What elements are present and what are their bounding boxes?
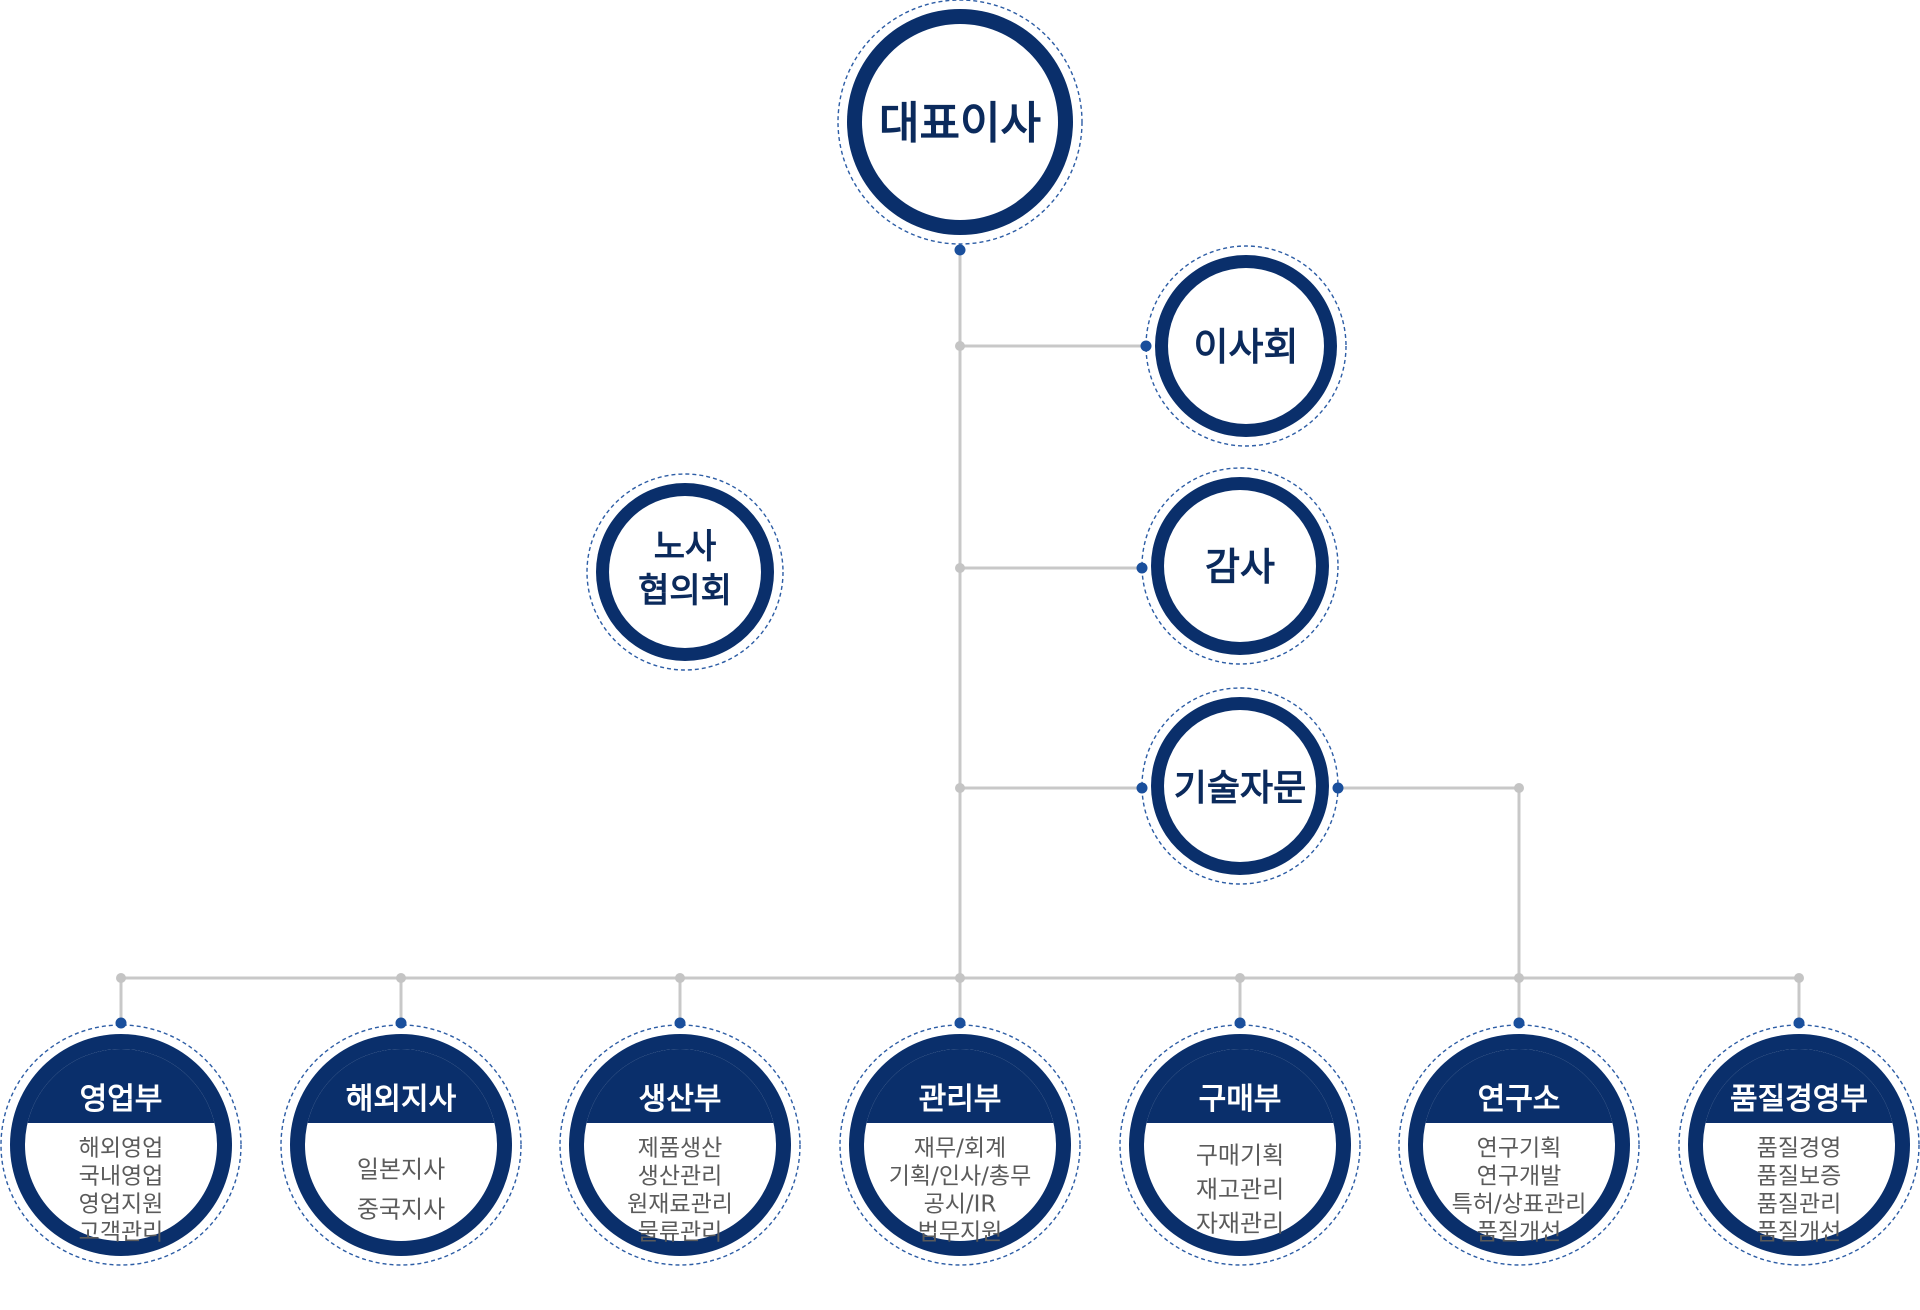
department-item: 원재료관리 [627, 1191, 733, 1217]
department-title: 연구소 [1478, 1082, 1561, 1117]
department-item: 해외영업 [79, 1135, 164, 1161]
connector-lines [119, 250, 1801, 1023]
junction-dot [955, 973, 965, 983]
department-item: 연구기획 [1477, 1135, 1562, 1161]
junction-dot [1794, 973, 1804, 983]
department-item: 영업지원 [79, 1191, 164, 1217]
connector-dot [1136, 562, 1148, 574]
department-item: 자재관리 [1196, 1210, 1284, 1238]
junction-dot [1514, 783, 1524, 793]
audit-label: 감사 [1205, 545, 1275, 589]
junction-dot [955, 341, 965, 351]
junction-dot [955, 783, 965, 793]
department-item: 재무/회계 [914, 1135, 1006, 1161]
department-item: 특허/상표관리 [1452, 1191, 1587, 1217]
advisory-node[interactable]: 기술자문 [1141, 687, 1339, 885]
node-white-face [862, 24, 1058, 220]
connector-dot [1793, 1017, 1805, 1029]
audit-node[interactable]: 감사 [1141, 467, 1339, 665]
department-item: 제품생산 [638, 1135, 723, 1161]
department-item: 법무지원 [918, 1219, 1003, 1245]
department-item: 품질개선 [1757, 1219, 1842, 1245]
department-item: 품질개선 [1477, 1219, 1562, 1245]
ceo-label: 대표이사 [879, 98, 1041, 149]
connector-dot [1332, 782, 1344, 794]
junction-dot [675, 973, 685, 983]
department-item: 연구개발 [1477, 1163, 1562, 1189]
advisory-label: 기술자문 [1174, 768, 1306, 809]
junction-dot [116, 973, 126, 983]
connector-dot [1513, 1017, 1525, 1029]
node-dashed-ring [280, 1024, 522, 1266]
junction-dot [396, 973, 406, 983]
labor-council-label-line1: 노사 [654, 527, 717, 567]
connector-dot [1140, 340, 1152, 352]
department-item: 품질경영 [1757, 1135, 1842, 1161]
department-title: 관리부 [919, 1082, 1002, 1117]
department-item: 고객관리 [79, 1219, 164, 1245]
connector-dot [954, 244, 966, 256]
node-white-face [1168, 268, 1324, 424]
department-item: 국내영업 [79, 1163, 164, 1189]
department-title: 구매부 [1199, 1082, 1282, 1117]
node-dashed-ring [586, 473, 784, 671]
node-dashed-ring [837, 0, 1083, 245]
board-label: 이사회 [1194, 325, 1299, 369]
node-dashed-ring [559, 1024, 801, 1266]
connector-dot [954, 1017, 966, 1029]
connector-dot [395, 1017, 407, 1029]
node-dashed-ring [1145, 245, 1347, 447]
department-item: 일본지사 [357, 1156, 445, 1184]
board-node[interactable]: 이사회 [1145, 245, 1347, 447]
department-item: 중국지사 [357, 1196, 445, 1224]
department-title: 해외지사 [346, 1082, 457, 1117]
node-dashed-ring [1398, 1024, 1640, 1266]
node-white-face [609, 496, 761, 648]
node-white-face [1164, 710, 1316, 862]
labor-council-node[interactable]: 노사 협의회 [586, 473, 784, 671]
node-white-face [1164, 490, 1316, 642]
connector-dot [1234, 1017, 1246, 1029]
department-item: 품질관리 [1757, 1191, 1842, 1217]
connector-dot [674, 1017, 686, 1029]
junction-dot [955, 563, 965, 573]
node-dashed-ring [0, 1024, 242, 1266]
junction-dots [116, 341, 1804, 983]
department-item: 물류관리 [638, 1219, 723, 1245]
connector-dot [115, 1017, 127, 1029]
labor-council-label-line2: 협의회 [638, 571, 732, 611]
connector-dot [1136, 782, 1148, 794]
junction-dot [1235, 973, 1245, 983]
junction-dot [1514, 973, 1524, 983]
department-title: 품질경영부 [1730, 1082, 1868, 1117]
department-item: 재고관리 [1196, 1176, 1284, 1204]
department-item: 공시/IR [924, 1191, 997, 1217]
node-dashed-ring [1678, 1024, 1920, 1266]
department-item: 기획/인사/총무 [889, 1163, 1031, 1189]
department-title: 생산부 [639, 1082, 722, 1117]
department-item: 구매기획 [1196, 1142, 1284, 1170]
departments: 영업부해외영업국내영업영업지원고객관리해외지사일본지사중국지사생산부제품생산생산… [0, 1017, 1920, 1266]
node-dashed-ring [1141, 467, 1339, 665]
ceo-node[interactable]: 대표이사 [837, 0, 1083, 245]
department-item: 생산관리 [638, 1163, 723, 1189]
node-dashed-ring [839, 1024, 1081, 1266]
department-title: 영업부 [80, 1082, 163, 1117]
node-dashed-ring [1119, 1024, 1361, 1266]
department-item: 품질보증 [1757, 1163, 1842, 1189]
